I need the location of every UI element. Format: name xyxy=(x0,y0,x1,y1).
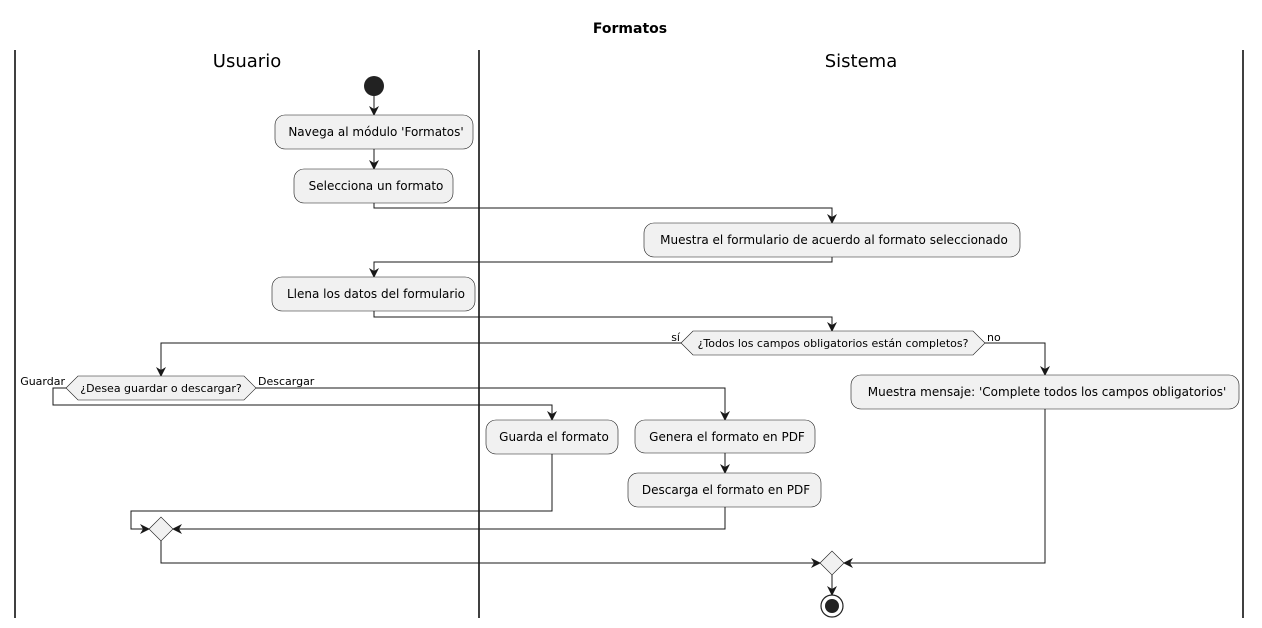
decision-fields-complete-label: ¿Todos los campos obligatorios están com… xyxy=(698,337,969,350)
activity-fill-form-label: Llena los datos del formulario xyxy=(287,287,465,301)
branch-label-no: no xyxy=(987,331,1001,344)
lane-title-system: Sistema xyxy=(825,51,898,72)
activity-show-message: Muestra mensaje: 'Complete todos los cam… xyxy=(850,374,1240,410)
decision-save-or-download: ¿Desea guardar o descargar? xyxy=(65,375,257,401)
activity-show-form: Muestra el formulario de acuerdo al form… xyxy=(643,222,1021,258)
activity-select-label: Selecciona un formato xyxy=(309,179,444,193)
branch-label-save: Guardar xyxy=(20,375,65,388)
merge-node-final xyxy=(819,550,845,576)
start-node xyxy=(364,76,384,96)
branch-label-yes: sí xyxy=(671,331,681,344)
decision-save-or-download-label: ¿Desea guardar o descargar? xyxy=(80,382,242,395)
lane-title-user: Usuario xyxy=(213,51,281,72)
activity-navigate: Navega al módulo 'Formatos' xyxy=(274,114,474,150)
activity-show-form-label: Muestra el formulario de acuerdo al form… xyxy=(660,233,1008,247)
activity-download-pdf: Descarga el formato en PDF xyxy=(627,472,822,508)
activity-show-message-label: Muestra mensaje: 'Complete todos los cam… xyxy=(868,385,1227,399)
end-node xyxy=(820,594,844,618)
decision-fields-complete: ¿Todos los campos obligatorios están com… xyxy=(680,330,986,356)
branch-label-download: Descargar xyxy=(258,375,315,388)
activity-save: Guarda el formato xyxy=(485,419,619,455)
activity-save-label: Guarda el formato xyxy=(499,430,609,444)
activity-generate-pdf-label: Genera el formato en PDF xyxy=(649,430,805,444)
merge-node-left xyxy=(148,516,174,542)
activity-download-pdf-label: Descarga el formato en PDF xyxy=(642,483,810,497)
activity-navigate-label: Navega al módulo 'Formatos' xyxy=(288,125,463,139)
activity-fill-form: Llena los datos del formulario xyxy=(271,276,476,312)
activity-generate-pdf: Genera el formato en PDF xyxy=(634,419,816,454)
flow-lines xyxy=(52,96,1050,596)
diagram-title: Formatos xyxy=(593,21,667,37)
activity-select: Selecciona un formato xyxy=(293,168,454,204)
